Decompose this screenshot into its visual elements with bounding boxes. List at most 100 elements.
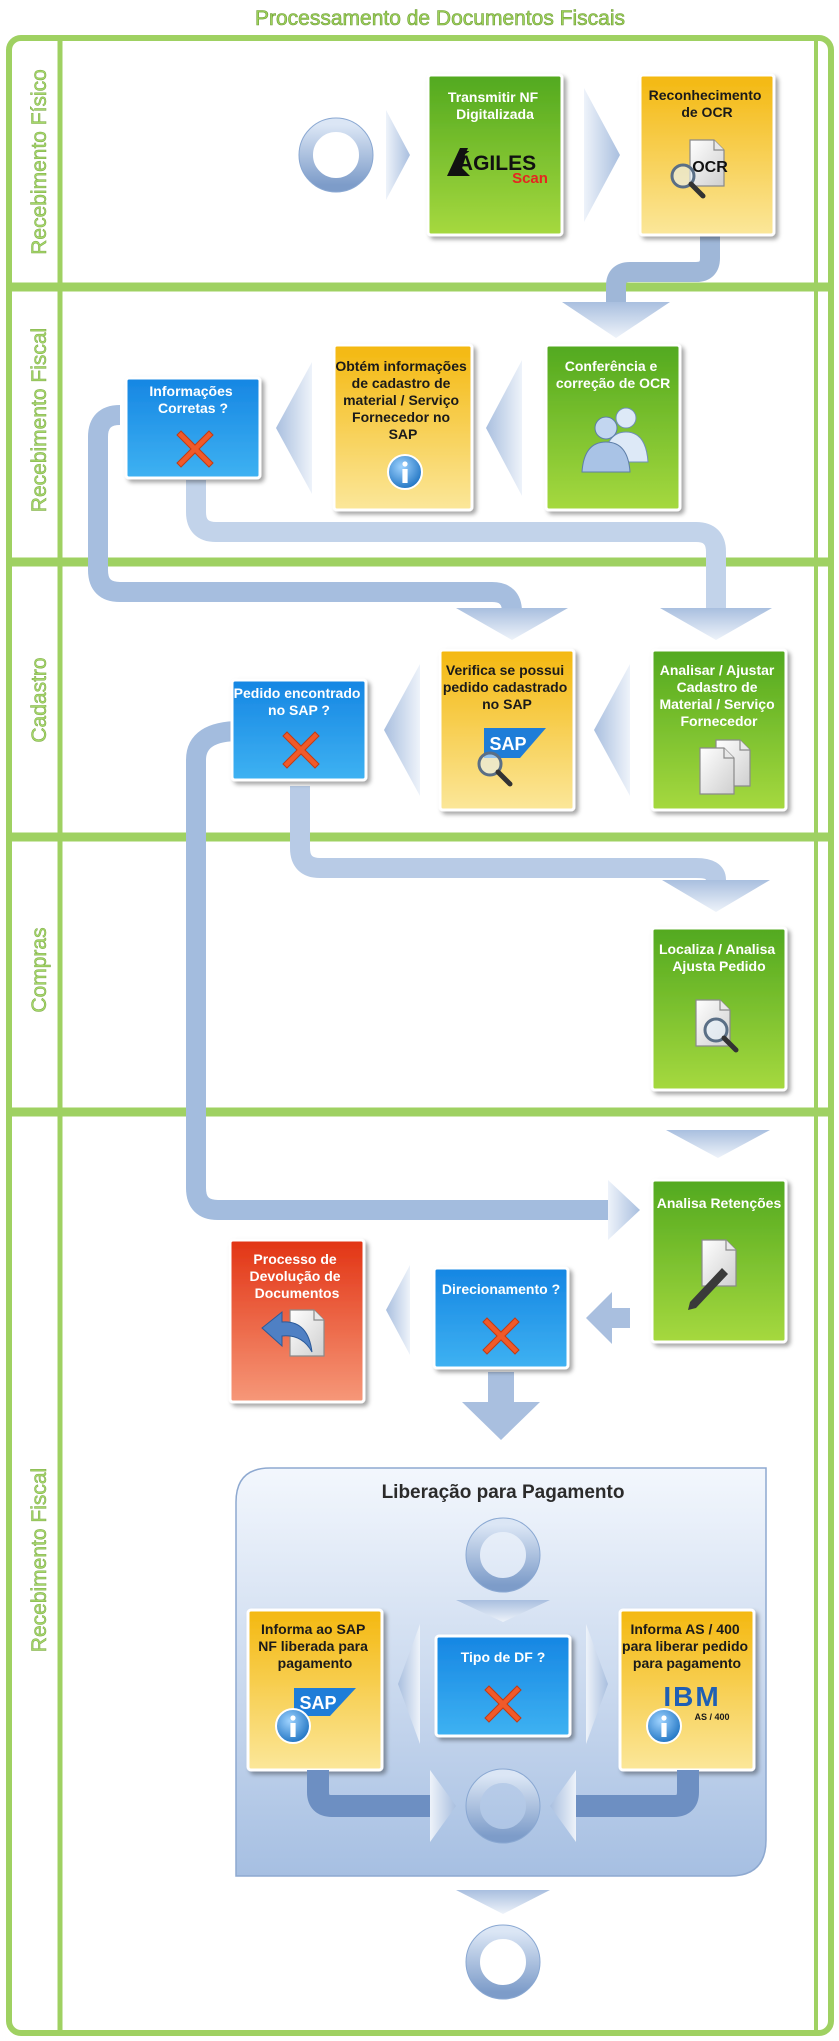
box-line: Direcionamento ?	[442, 1281, 560, 1297]
flow-arrow-right	[586, 1624, 608, 1744]
svg-text:Analisa Retenções: Analisa Retenções	[657, 1195, 782, 1211]
box-informa-as400[interactable]: Informa AS / 400 para liberar pedido par…	[618, 1608, 756, 1772]
connector-arrowhead	[550, 1770, 576, 1842]
box-line: no SAP ?	[268, 702, 330, 718]
box-line: para liberar pedido	[622, 1638, 748, 1654]
outer-frame	[6, 35, 834, 2036]
svg-text:Transmitir NF Digitaliza: Transmitir NF Digitalizada	[448, 89, 542, 122]
end-event-icon	[466, 1925, 540, 1999]
svg-text:Tipo de DF ?: Tipo de DF ?	[461, 1649, 546, 1665]
svg-text:Scan: Scan	[512, 170, 548, 187]
connector-informacoes-to-analisar	[186, 480, 726, 612]
svg-text:ÁGILES: ÁGILES	[458, 152, 536, 175]
flow-arrow-right	[584, 88, 620, 222]
box-line: Obtém informações	[335, 358, 467, 374]
box-reconhecimento-ocr[interactable]: Reconhecimento de OCR OCR	[638, 73, 776, 237]
box-analisar-cadastro[interactable]: Analisar / Ajustar Cadastro de Material …	[650, 648, 788, 812]
box-informa-sap[interactable]: Informa ao SAP NF liberada para pagament…	[246, 1608, 384, 1772]
box-line: Digitalizada	[456, 106, 534, 122]
flow-arrow-left	[384, 664, 420, 796]
box-line: Tipo de DF ?	[461, 1649, 546, 1665]
box-processo-devolucao[interactable]: Processo de Devolução de Documentos	[228, 1238, 366, 1404]
box-pedido-encontrado[interactable]: Pedido encontrado no SAP ?	[230, 678, 368, 782]
box-line: Analisar / Ajustar	[660, 662, 775, 678]
sap-logo: SAP	[479, 728, 546, 784]
liberacao-title: Liberação para Pagamento	[382, 1482, 625, 1503]
box-line: Conferência e	[565, 358, 658, 374]
connector-arrowhead	[662, 880, 770, 912]
connector-as400-to-merge	[566, 1770, 699, 1817]
box-line: pedido cadastrado	[443, 679, 567, 695]
box-line: Ajusta Pedido	[672, 958, 765, 974]
connector-direcionamento-to-liberacao	[462, 1372, 540, 1440]
box-line: Processo de	[253, 1251, 336, 1267]
agiles-scan-logo: ÁGILES Scan	[447, 148, 548, 187]
ibm-as400-logo: IBM AS / 400	[646, 1681, 730, 1744]
info-icon	[275, 1708, 311, 1744]
svg-text:Informa ao SAP NF libe: Informa ao SAP NF liberada para pagament…	[258, 1621, 372, 1671]
box-line: Reconhecimento	[649, 87, 762, 103]
info-icon	[646, 1708, 682, 1744]
users-icon	[581, 407, 649, 473]
flow-arrow-left	[486, 360, 522, 496]
box-localiza-pedido[interactable]: Localiza / Analisa Ajusta Pedido	[650, 926, 788, 1092]
connector-arrowhead	[430, 1770, 456, 1842]
svg-text:Processo de Devolução de: Processo de Devolução de Documentos	[250, 1251, 345, 1301]
svg-text:Pedido encontrado no SAP: Pedido encontrado no SAP ?	[234, 685, 365, 718]
box-transmitir-nf[interactable]: Transmitir NF Digitalizada ÁGILES Scan	[426, 73, 564, 237]
flow-arrow-down	[456, 1600, 550, 1622]
lane-label-recebimento-fiscal-2: Recebimento Fiscal	[28, 1468, 51, 1652]
liberacao-panel: Liberação para Pagamento Informa ao SAP …	[235, 1467, 767, 1877]
box-line: Localiza / Analisa	[659, 941, 775, 957]
svg-text:SAP: SAP	[299, 1693, 336, 1713]
flow-arrow-left	[594, 664, 630, 796]
lane-label-compras: Compras	[28, 927, 51, 1012]
connector-pedido-to-localiza	[290, 786, 726, 882]
box-line: Documentos	[255, 1285, 340, 1301]
connector-arrowhead	[562, 302, 670, 338]
box-line: Analisa Retenções	[657, 1195, 782, 1211]
connector-pedido-to-retencoes	[186, 721, 610, 1220]
connector-arrowhead	[608, 1180, 640, 1240]
box-line: correção de OCR	[556, 375, 670, 391]
connector-arrowhead	[456, 608, 568, 640]
document-return-icon	[261, 1309, 325, 1357]
svg-text:Informações Corretas ?: Informações Corretas ?	[149, 383, 236, 416]
documents-icon	[699, 739, 751, 795]
box-line: Fornecedor no	[352, 409, 450, 425]
svg-text:IBM: IBM	[663, 1681, 720, 1712]
box-direcionamento[interactable]: Direcionamento ?	[432, 1266, 570, 1370]
flow-arrow-left	[276, 362, 312, 494]
info-icon	[387, 454, 423, 490]
box-line: Informa AS / 400	[630, 1621, 739, 1637]
box-line: Transmitir NF	[448, 89, 539, 105]
ocr-document-icon: OCR	[672, 139, 728, 196]
svg-text:Informa AS / 400 para: Informa AS / 400 para liberar pedido par…	[622, 1621, 752, 1671]
box-verifica-pedido[interactable]: Verifica se possui pedido cadastrado no …	[438, 648, 576, 812]
box-line: para pagamento	[633, 1655, 741, 1671]
svg-text:Verifica se possui pedid: Verifica se possui pedido cadastrado no …	[443, 662, 571, 712]
svg-text:Reconhecimento de OCR: Reconhecimento de OCR	[649, 87, 766, 120]
box-line: no SAP	[482, 696, 532, 712]
box-line: SAP	[389, 426, 418, 442]
box-line: de cadastro de	[352, 375, 451, 391]
box-line: Informa ao SAP	[261, 1621, 365, 1637]
connector-localiza-to-retencoes	[666, 1130, 770, 1158]
box-analisa-retencoes[interactable]: Analisa Retenções	[650, 1178, 788, 1344]
start-event-icon	[299, 118, 373, 192]
box-line: Verifica se possui	[446, 662, 564, 678]
box-line: de OCR	[681, 104, 732, 120]
box-obtem-informacoes[interactable]: Obtém informações de cadastro de materia…	[332, 343, 474, 512]
box-line: NF liberada para	[258, 1638, 368, 1654]
box-line: material / Serviço	[343, 392, 459, 408]
box-informacoes-corretas[interactable]: Informações Corretas ?	[124, 376, 262, 480]
box-line: pagamento	[278, 1655, 353, 1671]
connector-informacoes-to-verifica	[88, 405, 522, 613]
flow-arrow-down	[456, 1890, 550, 1914]
box-line: Fornecedor	[680, 713, 758, 729]
box-conferencia-ocr[interactable]: Conferência e correção de OCR	[544, 343, 682, 512]
flow-arrow-left	[398, 1624, 420, 1744]
box-tipo-df[interactable]: Tipo de DF ?	[434, 1634, 572, 1738]
svg-text:Analisar / Ajustar Cadas: Analisar / Ajustar Cadastro de Material …	[659, 662, 778, 729]
